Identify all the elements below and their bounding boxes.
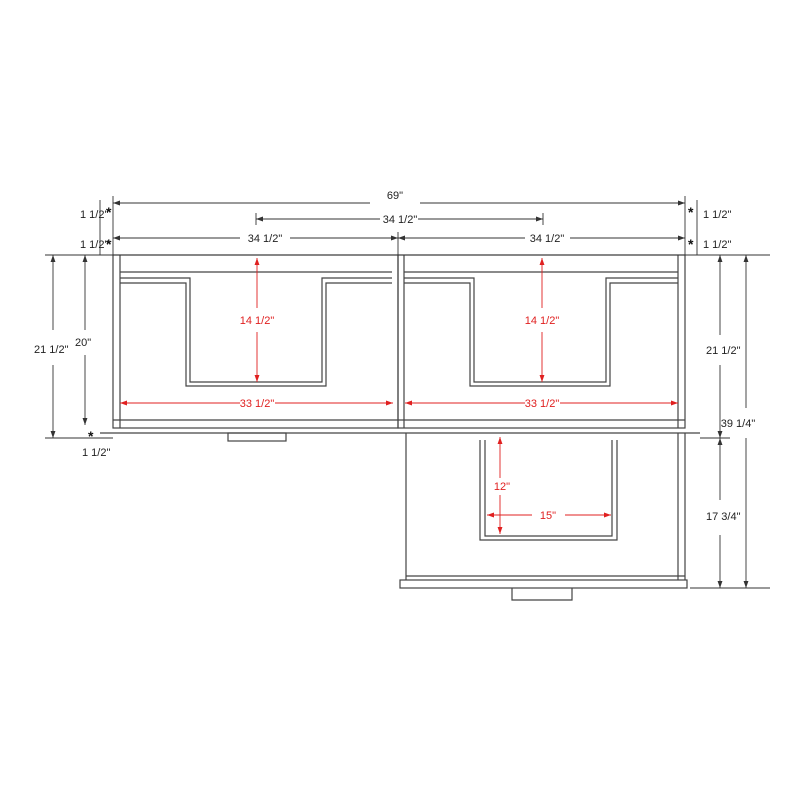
- label-drawer-depth: 17 3/4": [706, 511, 741, 523]
- dimension-labels: 69" 1 1/2" 1 1/2" 34 1/2" 1 1/2" 1 1/2" …: [34, 190, 755, 523]
- left-handle: [227, 432, 287, 442]
- label-left-inner-width: 33 1/2": [240, 398, 275, 410]
- drawer-notch-inner: [484, 440, 613, 537]
- label-left-outer-height: 21 1/2": [34, 344, 69, 356]
- drawer-notch-outer: [479, 440, 618, 541]
- label-right-notch-depth: 14 1/2": [525, 315, 560, 327]
- label-left-notch-depth: 14 1/2": [240, 315, 275, 327]
- interior-dimension-lines: [120, 258, 678, 534]
- label-top-right-offset: 1 1/2": [703, 209, 731, 221]
- marker-top-right: *: [688, 204, 694, 220]
- offset-markers: * * * * *: [88, 204, 694, 444]
- label-left-bottom-offset: 1 1/2": [82, 447, 110, 459]
- label-overall-width: 69": [387, 190, 403, 202]
- label-right-inner-width: 33 1/2": [525, 398, 560, 410]
- interior-dimension-labels: 14 1/2" 14 1/2" 33 1/2" 33 1/2" 12" 15": [240, 315, 560, 522]
- label-center-span: 34 1/2": [383, 214, 418, 226]
- label-drawer-notch-width: 15": [540, 510, 556, 522]
- drawer-handle: [511, 588, 573, 601]
- right-cabinet-notch-inner: [404, 282, 678, 387]
- marker-top-left: *: [106, 204, 112, 220]
- left-cabinet-notch-inner: [120, 282, 392, 387]
- label-top-left-offset: 1 1/2": [80, 209, 108, 221]
- drawer: [399, 433, 688, 601]
- label-left-cabinet-width: 34 1/2": [248, 233, 283, 245]
- right-cabinet: [397, 254, 686, 429]
- dimension-lines: [45, 196, 770, 589]
- label-overall-depth: 39 1/4": [721, 418, 756, 430]
- marker-bottom-left: *: [88, 428, 94, 444]
- right-cabinet-notch-outer: [404, 277, 678, 383]
- left-cabinet-notch-outer: [120, 277, 392, 383]
- drawer-front: [399, 579, 688, 589]
- marker-second-right: *: [688, 236, 694, 252]
- label-second-left-offset: 1 1/2": [80, 239, 108, 251]
- label-second-right-offset: 1 1/2": [703, 239, 731, 251]
- label-drawer-notch-depth: 12": [494, 481, 510, 493]
- label-right-cabinet-width: 34 1/2": [530, 233, 565, 245]
- label-right-cabinet-height: 21 1/2": [706, 345, 741, 357]
- label-left-inner-height: 20": [75, 337, 91, 349]
- marker-second-left: *: [106, 236, 112, 252]
